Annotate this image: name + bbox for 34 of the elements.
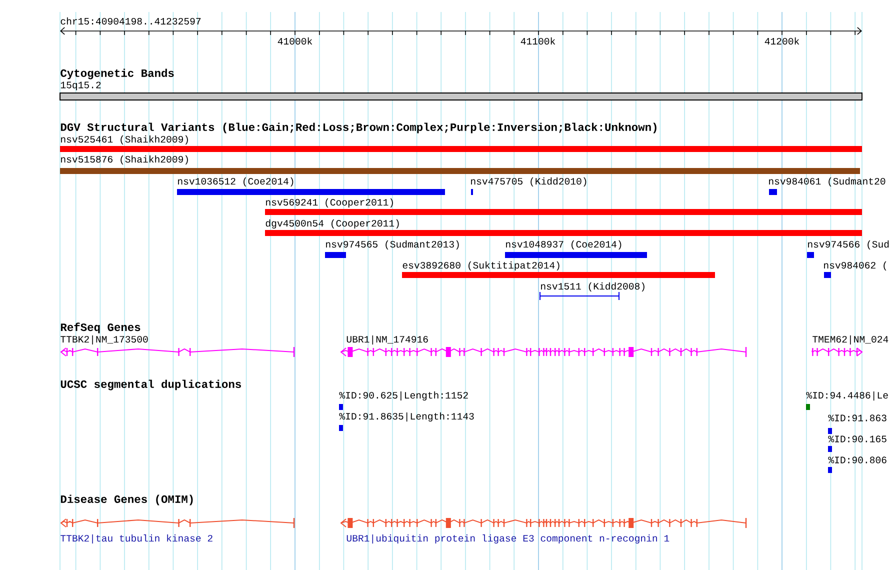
chromosome-label: chr15:40904198..41232597 bbox=[60, 17, 201, 25]
feature-label: nsv984061 (Sudmant20 bbox=[769, 177, 886, 187]
feature-label: nsv974565 (Sudmant2013) bbox=[326, 240, 459, 250]
feature-label: nsv525461 (Shaikh2009) bbox=[61, 135, 188, 145]
feature-label: nsv1511 (Kidd2008) bbox=[541, 282, 644, 292]
feature-label: %ID:91.863 bbox=[828, 414, 886, 422]
feature-label: esv3892680 (Suktitipat2014) bbox=[402, 261, 560, 271]
feature-label: %ID:94.4486|Le bbox=[806, 391, 888, 401]
tick-label: 41100k bbox=[520, 37, 556, 45]
feature-label: nsv569241 (Cooper2011) bbox=[266, 198, 393, 208]
feature-label: nsv1048937 (Coe2014) bbox=[506, 240, 622, 250]
feature-label: %ID:90.625|Length:1152 bbox=[339, 391, 468, 401]
feature-label: TMEM62|NM_024 bbox=[812, 335, 888, 345]
feature-label: TTBK2|NM_173500 bbox=[60, 335, 148, 345]
track-title: RefSeq Genes bbox=[60, 322, 140, 334]
gene-label: TTBK2|tau tubulin kinase 2 bbox=[60, 534, 212, 544]
feature-label: %ID:91.8635|Length:1143 bbox=[339, 412, 474, 422]
feature-label: nsv515876 (Shaikh2009) bbox=[61, 155, 188, 165]
feature-label: dgv4500n54 (Cooper2011) bbox=[266, 219, 399, 229]
feature-label: nsv974566 (Sud bbox=[808, 240, 889, 250]
feature-label: nsv475705 (Kidd2010) bbox=[471, 177, 586, 187]
tick-label: 41200k bbox=[764, 37, 800, 45]
track-title: Disease Genes (OMIM) bbox=[60, 494, 193, 506]
track-title: Cytogenetic Bands bbox=[60, 68, 174, 80]
chromosome-label: 15q15.2 bbox=[60, 82, 101, 90]
gene-label: UBR1|ubiquitin protein ligase E3 component n-recognin 1 bbox=[346, 534, 670, 544]
tick-label: 41000k bbox=[278, 37, 312, 45]
feature-label: %ID:90.165 bbox=[828, 436, 886, 442]
feature-label: UBR1|NM_174916 bbox=[346, 335, 428, 345]
track-title: UCSC segmental duplications bbox=[60, 380, 241, 390]
track-title: DGV Structural Variants (Blue:Gain;Red:Loss;Brown:Complex;Purple:Inversion;Black:Unknown) bbox=[60, 122, 656, 134]
feature-label: nsv1036512 (Coe2014) bbox=[178, 177, 294, 187]
feature-label: nsv984062 ( bbox=[824, 261, 886, 271]
feature-label: %ID:90.806 bbox=[828, 456, 886, 464]
